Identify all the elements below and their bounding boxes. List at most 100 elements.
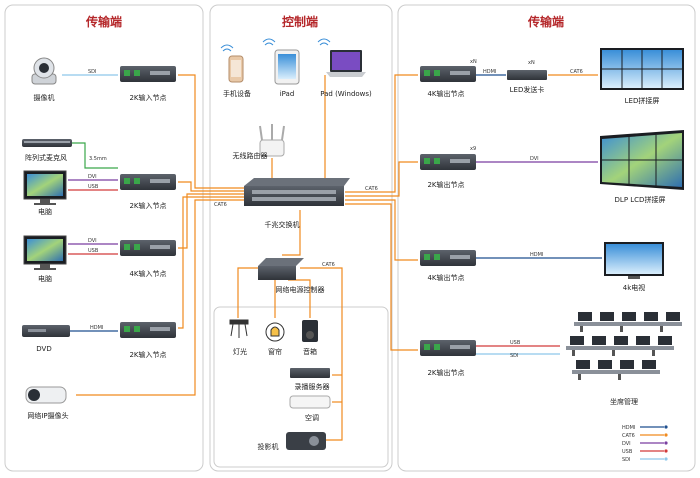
- cat6-wire-in3: [178, 193, 248, 249]
- input-node-4-label: 2K输入节点: [129, 350, 166, 359]
- cat6-wire-in2: [178, 181, 248, 192]
- power-controller-icon: [258, 258, 304, 280]
- wire-label-sdi: SDI: [510, 353, 519, 359]
- pc2-label: 电脑: [38, 274, 52, 283]
- wifi-icon: [317, 38, 331, 46]
- dlp-video-wall-icon: [600, 130, 684, 190]
- light-icon: [229, 319, 249, 338]
- legend-dot: [664, 449, 668, 453]
- output-node-icon: [420, 250, 476, 266]
- recording-server-icon: [290, 368, 330, 378]
- array-microphone-icon: [22, 139, 72, 147]
- wire-label-cat6-power: CAT6: [322, 262, 335, 268]
- cat6-wire-out3: [345, 199, 418, 261]
- legend-label: USB: [622, 449, 633, 455]
- multiplier-label: xN: [470, 59, 477, 65]
- power-controller-label: 网络电源控制器: [276, 285, 325, 294]
- output-node-icon: [420, 340, 476, 356]
- wire-label-dvi: DVI: [88, 174, 97, 180]
- phone-label: 手机设备: [223, 89, 251, 98]
- wire-label-cat6-right: CAT6: [365, 186, 378, 192]
- gigabit-switch-icon: [244, 178, 350, 206]
- legend-label: SDI: [622, 457, 631, 463]
- ac-label: 空调: [305, 413, 319, 422]
- tv-label: 4k电视: [623, 283, 646, 292]
- left-panel: [4, 4, 204, 472]
- output-node-3-label: 4K输出节点: [427, 273, 464, 282]
- multiplier-label: xN: [528, 60, 535, 66]
- input-node-2-label: 2K输入节点: [129, 201, 166, 210]
- camera-icon: [31, 57, 57, 85]
- seats-label: 坐席管理: [610, 397, 638, 406]
- wire-label-hdmi: HDMI: [530, 252, 543, 258]
- wireless-router-icon: [259, 124, 285, 157]
- workstation-cluster-icon: [566, 312, 682, 380]
- input-node-3-label: 4K输入节点: [129, 269, 166, 278]
- speaker-icon: [302, 320, 318, 342]
- legend-label: CAT6: [622, 433, 635, 439]
- legend-label: DVI: [622, 441, 631, 447]
- output-node-1-label: 4K输出节点: [427, 89, 464, 98]
- input-node-icon: [120, 240, 176, 256]
- cat6-wire-out1: [345, 74, 418, 193]
- wire-label-3.5mm: 3.5mm: [89, 156, 107, 162]
- legend-dot: [664, 457, 668, 461]
- led-video-wall-icon: [600, 48, 684, 90]
- input-node-icon: [120, 66, 176, 82]
- cat6-wire-ipcam: [76, 199, 248, 396]
- wire-label-usb: USB: [510, 340, 521, 346]
- speaker-label: 音箱: [303, 347, 317, 356]
- projector-label: 投影机: [258, 442, 279, 451]
- cat6-wire-power: [282, 210, 301, 256]
- ip-camera-icon: [25, 386, 67, 404]
- curtain-label: 窗帘: [268, 347, 282, 356]
- tv-icon: [604, 242, 664, 279]
- wire-label-cat6-led: CAT6: [570, 69, 583, 75]
- wifi-icon: [262, 38, 276, 46]
- dvd-player-icon: [22, 325, 70, 337]
- wire-label-hdmi: HDMI: [483, 69, 496, 75]
- recorder-label: 录播服务器: [295, 382, 330, 391]
- input-node-icon: [120, 174, 176, 190]
- right-section-title: 传输端: [527, 14, 564, 29]
- wire-label-dvi: DVI: [88, 238, 97, 244]
- wire-label-usb: USB: [88, 184, 99, 190]
- cat6-wire-light: [237, 267, 262, 318]
- output-node-4-label: 2K输出节点: [427, 368, 464, 377]
- output-node-2-label: 2K输出节点: [427, 180, 464, 189]
- curtain-icon: [265, 322, 285, 342]
- air-conditioner-icon: [289, 395, 331, 409]
- monitor-icon: [23, 170, 67, 205]
- projector-icon: [286, 432, 326, 450]
- control-subpanel: [213, 306, 389, 468]
- wire-label-cat6-left: CAT6: [214, 202, 227, 208]
- cat6-wire-out4: [345, 203, 418, 351]
- center-section-title: 控制端: [282, 14, 318, 29]
- phone-icon: [228, 55, 244, 83]
- ipcam-label: 网络IP摄像头: [27, 411, 68, 420]
- led-card-label: LED发送卡: [510, 85, 545, 94]
- cat6-wire-out2: [345, 161, 418, 197]
- router-label: 无线路由器: [233, 151, 268, 160]
- laptop-icon: [326, 50, 366, 77]
- input-node-1-label: 2K输入节点: [129, 93, 166, 102]
- led-sender-card-icon: [507, 70, 547, 80]
- wire-label-sdi: SDI: [88, 69, 97, 75]
- laptop-label: Pad (Windows): [320, 90, 372, 98]
- input-node-icon: [120, 322, 176, 338]
- output-node-icon: [420, 154, 476, 170]
- dlp-wall-label: DLP LCD拼接屏: [615, 195, 666, 204]
- wire-labels: SDI 3.5mm DVI USB DVI USB HDMI CAT6 CAT6…: [88, 59, 583, 359]
- legend-dot: [664, 433, 668, 437]
- wifi-icon: [220, 44, 234, 52]
- multiplier-label: x9: [470, 146, 476, 152]
- legend-dot: [664, 441, 668, 445]
- audio-wire-mic: [70, 142, 118, 169]
- wire-label-dvi: DVI: [530, 156, 539, 162]
- ipad-label: iPad: [280, 90, 295, 98]
- wire-label-hdmi: HDMI: [90, 325, 103, 331]
- monitor-icon: [23, 235, 67, 270]
- cat6-wire-in4: [178, 196, 248, 329]
